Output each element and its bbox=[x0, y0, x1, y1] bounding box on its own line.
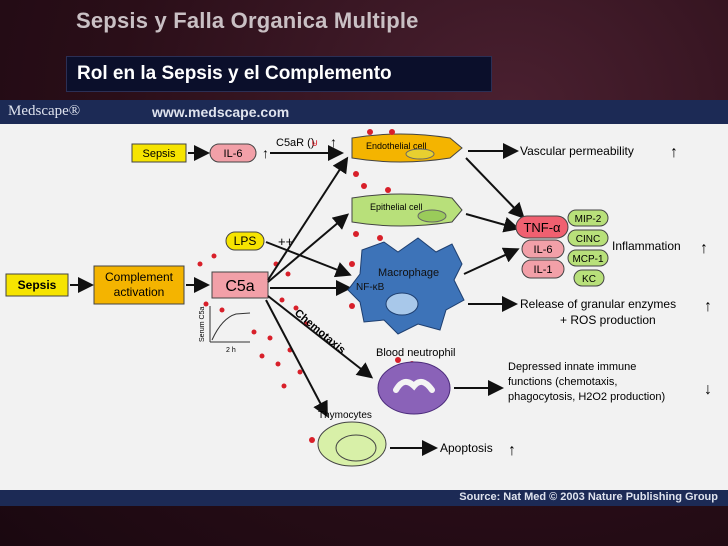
arrow-c5a-neutrophil bbox=[267, 295, 374, 379]
tnf-pill bbox=[515, 215, 569, 239]
endothelial-nucleus bbox=[405, 148, 435, 160]
medscape-url: www.medscape.com bbox=[152, 104, 290, 120]
inflammation-label: Inflammation bbox=[612, 239, 681, 253]
endothelial-cell-shape bbox=[351, 133, 463, 163]
slide-title: Sepsis y Falla Organica Multiple bbox=[76, 8, 419, 33]
vascular-up-arrow: ↑ bbox=[670, 144, 678, 161]
il6-top-label: IL-6 bbox=[224, 148, 243, 160]
arrow-c5a-epithelial bbox=[267, 213, 350, 283]
epithelial-label: Epithelial cell bbox=[370, 202, 423, 212]
granular-label-1: Release of granular enzymes bbox=[520, 297, 676, 311]
sepsis-top-box bbox=[131, 143, 187, 163]
c5a-dots bbox=[197, 253, 309, 389]
mip2-label: MIP-2 bbox=[575, 214, 602, 225]
sepsis-top-label: Sepsis bbox=[142, 148, 176, 160]
tnf-label: TNF-α bbox=[523, 220, 561, 235]
kc-label: KC bbox=[582, 274, 596, 285]
slide-subtitle: Rol en la Sepsis y el Complemento bbox=[77, 63, 392, 84]
complement-label-2: activation bbox=[114, 285, 165, 299]
arrow-epithelial-cytokines bbox=[465, 213, 520, 233]
two-h-label: 2 h bbox=[226, 347, 236, 354]
arrow-c5a-endothelial bbox=[267, 156, 349, 281]
pathway-diagram: Sepsis IL-6 ↑ C5aR () ⊌ ↑ Endothelial ce… bbox=[5, 129, 712, 467]
arrow-macrophage-cytokines bbox=[463, 247, 520, 275]
cinc-pill bbox=[567, 229, 609, 247]
complement-box bbox=[93, 265, 185, 305]
cinc-label: CINC bbox=[576, 234, 600, 245]
apoptosis-up-arrow: ↑ bbox=[508, 442, 516, 459]
endothelial-label: Endothelial cell bbox=[366, 141, 427, 151]
il6-pill bbox=[521, 239, 565, 259]
figure-footer: Source: Nat Med © 2003 Nature Publishing… bbox=[0, 490, 728, 506]
kc-pill bbox=[573, 269, 605, 287]
lps-label: LPS bbox=[234, 234, 257, 248]
c5ar-up-arrow: ↑ bbox=[330, 134, 337, 150]
il1-pill bbox=[521, 259, 565, 279]
epithelial-nucleus bbox=[417, 209, 447, 223]
mcp1-pill bbox=[567, 249, 609, 267]
arrow-c5a-thymocytes bbox=[265, 299, 328, 418]
granular-up-arrow: ↑ bbox=[704, 298, 712, 315]
depressed-down-arrow: ↓ bbox=[704, 381, 712, 398]
mini-chart-curve bbox=[211, 312, 251, 341]
serum-c5a-label: Serum C5a bbox=[199, 306, 206, 342]
mip2-pill bbox=[567, 209, 609, 227]
depressed-label-2: functions (chemotaxis, bbox=[508, 376, 617, 388]
arrow-endothelial-cytokines bbox=[465, 157, 525, 219]
subtitle-bar: Rol en la Sepsis y el Complemento bbox=[66, 56, 492, 92]
il6-up-arrow: ↑ bbox=[262, 145, 269, 161]
figure-header: Medscape® www.medscape.com bbox=[0, 100, 728, 124]
c5ar-label: C5aR () bbox=[276, 137, 315, 149]
sepsis-left-label: Sepsis bbox=[18, 278, 57, 292]
mcp1-label: MCP-1 bbox=[572, 254, 604, 265]
il6-label: IL-6 bbox=[534, 244, 553, 256]
granular-label-2: + ROS production bbox=[560, 313, 656, 327]
il1-label: IL-1 bbox=[534, 264, 553, 276]
inflammation-up-arrow: ↑ bbox=[700, 240, 708, 257]
chemotaxis-label: Chemotaxis bbox=[292, 307, 347, 356]
c5ar-receptor-icon: ⊌ bbox=[311, 138, 318, 149]
nfkb-label: NF-κB bbox=[356, 282, 385, 293]
complement-label-1: Complement bbox=[105, 270, 174, 284]
neutrophil-nucleus bbox=[393, 378, 435, 393]
apoptosis-label: Apoptosis bbox=[440, 441, 493, 455]
macrophage-nucleus bbox=[385, 292, 419, 316]
depressed-label-1: Depressed innate immune bbox=[508, 361, 636, 373]
macrophage-shape bbox=[347, 237, 465, 335]
vascular-label: Vascular permeability bbox=[520, 144, 634, 158]
c5a-box bbox=[211, 271, 269, 299]
il6-top-pill bbox=[209, 143, 257, 163]
arrow-lps-macrophage bbox=[265, 241, 352, 278]
thymocyte-nucleus bbox=[335, 434, 377, 462]
thymocytes-label: Thymocytes bbox=[318, 410, 372, 421]
neutrophil-label: Blood neutrophil bbox=[376, 347, 456, 359]
medscape-logo: Medscape® bbox=[8, 103, 81, 119]
plusplus-label: ++ bbox=[278, 234, 293, 249]
depressed-label-3: phagocytosis, H2O2 production) bbox=[508, 391, 665, 403]
lps-pill bbox=[225, 231, 265, 251]
c5a-label: C5a bbox=[225, 278, 254, 295]
sepsis-left-box bbox=[5, 273, 69, 297]
source-credit: Source: Nat Med © 2003 Nature Publishing… bbox=[459, 491, 718, 503]
figure-panel: Medscape® www.medscape.com Sepsis IL-6 ↑… bbox=[0, 100, 728, 506]
macrophage-label: Macrophage bbox=[378, 267, 439, 279]
